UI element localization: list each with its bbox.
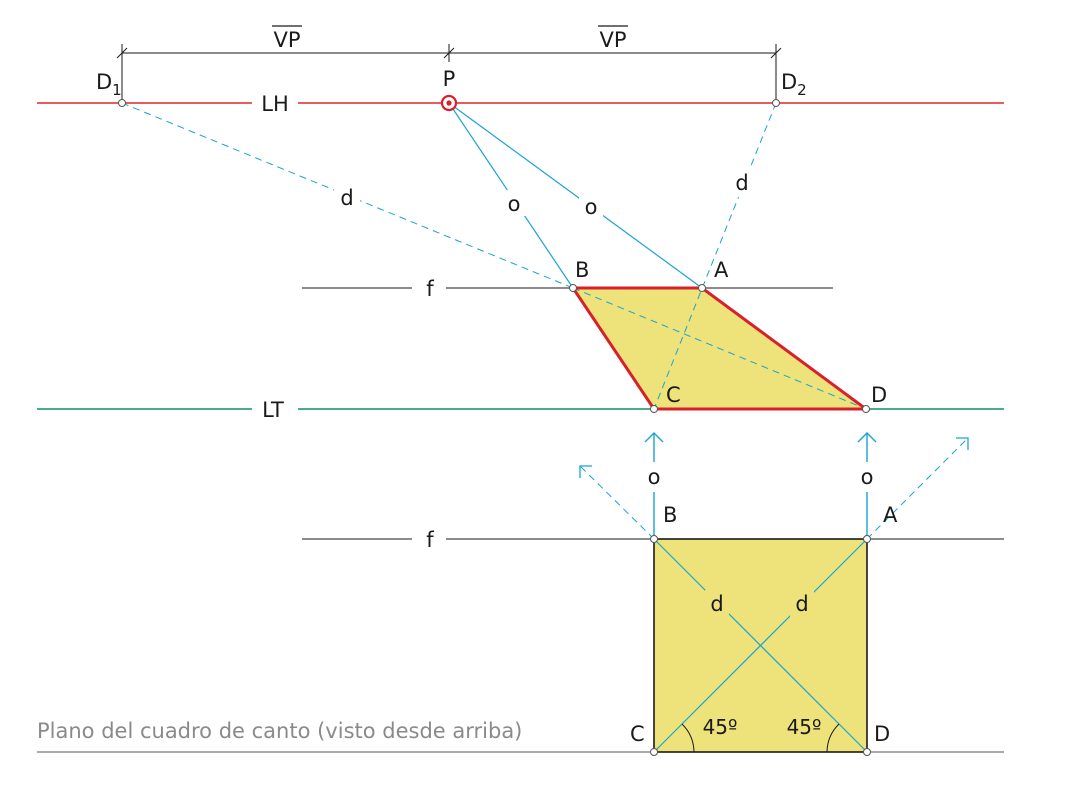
plan-d-label: D bbox=[874, 722, 890, 746]
o-line-left-label: o bbox=[508, 192, 521, 216]
f-bottom-label: f bbox=[426, 528, 434, 552]
distance-lines bbox=[121, 102, 969, 540]
persp-c-point bbox=[650, 405, 658, 413]
arrow-a-head bbox=[857, 432, 877, 443]
plan-d-left-bg bbox=[705, 590, 729, 618]
plan-a-point bbox=[863, 535, 871, 543]
o-left-label-bg bbox=[502, 190, 526, 216]
p-to-a-line bbox=[448, 102, 703, 289]
d2-to-c-line bbox=[653, 102, 777, 410]
plan-b-arrow-line bbox=[579, 465, 655, 540]
d-right-label-bg bbox=[729, 169, 755, 197]
plan-c-label: C bbox=[630, 722, 645, 746]
persp-b-point bbox=[569, 284, 577, 292]
diagonal-arrow-heads bbox=[579, 437, 969, 478]
arrow-a-diag-head bbox=[956, 437, 969, 450]
d-line-left-label: d bbox=[340, 186, 353, 210]
b-to-d-diagonal bbox=[572, 287, 867, 410]
plan-diagonal-c-a bbox=[653, 538, 868, 753]
vp-dimension: VP VP bbox=[116, 25, 782, 102]
arrow-o-right-label: o bbox=[861, 465, 874, 489]
d2-label: D2 bbox=[781, 70, 807, 99]
p-label: P bbox=[443, 67, 456, 91]
d2-point bbox=[772, 99, 780, 107]
arrow-o-left-label: o bbox=[648, 465, 661, 489]
caption: Plano del cuadro de canto (visto desde a… bbox=[37, 719, 522, 743]
plan-a-label: A bbox=[883, 503, 898, 527]
persp-a-point bbox=[698, 284, 706, 292]
lt-label: LT bbox=[262, 398, 284, 422]
plan-b-point bbox=[650, 535, 658, 543]
horizon-line: LH bbox=[37, 92, 1004, 116]
vp-left-label: VP bbox=[273, 28, 300, 52]
plan-c-point bbox=[650, 748, 658, 756]
persp-a-label: A bbox=[714, 258, 729, 282]
vp-right-label: VP bbox=[599, 28, 626, 52]
d1-label: D1 bbox=[96, 70, 122, 99]
persp-c-label: C bbox=[666, 383, 681, 407]
plan-d-diag-left-label: d bbox=[710, 592, 723, 616]
o-right-label-bg bbox=[579, 193, 603, 219]
d-left-label-bg bbox=[334, 184, 360, 212]
d1-point bbox=[118, 99, 126, 107]
plan-b-label: B bbox=[663, 503, 677, 527]
lh-label: LH bbox=[261, 92, 289, 116]
angle-arc-right bbox=[826, 723, 840, 753]
dimension-tick-d2 bbox=[770, 47, 782, 59]
d-line-right-label: d bbox=[735, 171, 748, 195]
vertical-projection-arrows bbox=[644, 432, 877, 539]
point-markers bbox=[118, 99, 871, 756]
plan-d-diag-right-label: d bbox=[795, 592, 808, 616]
arrow-b-head bbox=[644, 432, 664, 443]
f-top-label: f bbox=[426, 277, 434, 301]
o-line-right-label: o bbox=[585, 195, 598, 219]
plan-d-right-bg bbox=[790, 590, 814, 618]
principal-point-marker bbox=[440, 94, 458, 112]
persp-d-label: D bbox=[871, 383, 887, 407]
angle-right-label: 45º bbox=[787, 715, 822, 739]
persp-b-label: B bbox=[575, 258, 589, 282]
angle-left-label: 45º bbox=[703, 715, 738, 739]
plan-diagonals bbox=[653, 538, 868, 753]
angle-arc-left bbox=[681, 723, 695, 753]
persp-d-point bbox=[862, 405, 870, 413]
plan-d-point bbox=[863, 748, 871, 756]
arrow-b-diag-head bbox=[579, 465, 592, 478]
dimension-tick-p bbox=[443, 47, 455, 59]
dimension-tick-d1 bbox=[116, 47, 128, 59]
